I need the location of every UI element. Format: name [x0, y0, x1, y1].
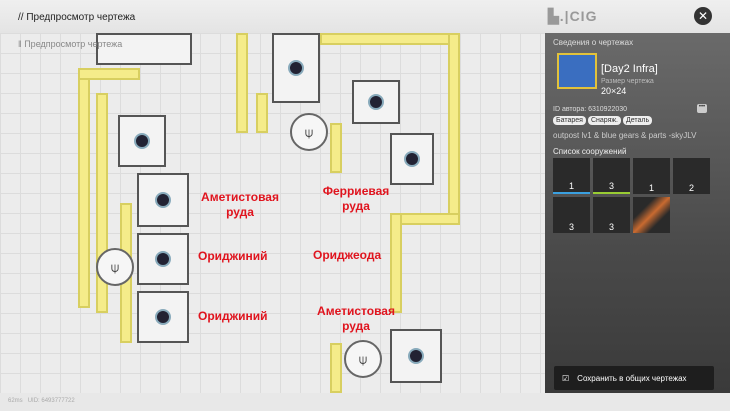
label-amethyst-2: Аметистовая руда [317, 304, 395, 333]
footer: 62ms UID: 6493777722 [8, 398, 75, 404]
blueprint-name: [Day2 Infra] [601, 63, 658, 75]
save-label: Сохранить в общих чертежах [577, 373, 687, 383]
canvas-subtitle: ‖ Предпросмотр чертежа [18, 39, 123, 49]
blueprint-canvas[interactable]: ⍦ ⍦ ⍦ Аметистовая руда Ферриевая руда Ор… [0, 33, 545, 393]
building-count: 3 [608, 222, 614, 232]
size-value: 20×24 [601, 86, 627, 96]
uid: UID: 6493777722 [27, 398, 75, 404]
building-item[interactable]: 3 [553, 197, 590, 233]
building-item[interactable]: 2 [673, 158, 710, 194]
pylon-icon: ⍦ [96, 248, 134, 286]
building-item[interactable] [633, 197, 670, 233]
building-item[interactable]: 3 [593, 158, 630, 194]
building-item[interactable]: 3 [593, 197, 630, 233]
tag: Деталь [622, 116, 653, 125]
building-count: 3 [608, 181, 614, 191]
blueprint-info-panel: Сведения о чертежах [Day2 Infra] Размер … [545, 33, 730, 393]
building-count: 3 [568, 222, 574, 232]
author-id: ID автора: 6310922030 [553, 106, 628, 113]
tag: Батарея [553, 116, 586, 125]
blueprint-thumbnail [557, 53, 597, 89]
page-title: // Предпросмотр чертежа [18, 12, 136, 23]
pylon-icon: ⍦ [344, 340, 382, 378]
label-origeode: Ориджеода [313, 248, 382, 262]
label-ferrium: Ферриевая руда [322, 184, 390, 213]
save-icon: ☑ [562, 373, 570, 383]
building-count: 2 [688, 183, 694, 193]
logo: ▙.|CIG [548, 8, 598, 24]
building-item[interactable]: 1 [553, 158, 590, 194]
save-to-shared-button[interactable]: ☑ Сохранить в общих чертежах [554, 366, 714, 390]
top-bar: // Предпросмотр чертежа ▙.|CIG ✕ [0, 0, 730, 33]
building-count: 1 [648, 183, 654, 193]
tag: Снаряж. [587, 116, 621, 125]
more-button[interactable]: ••• [697, 104, 707, 113]
building-count: 1 [568, 181, 574, 191]
label-amethyst-1: Аметистовая руда [201, 190, 279, 219]
building-list-title: Список сооружений [553, 147, 627, 156]
close-icon[interactable]: ✕ [694, 7, 712, 25]
description: outpost lv1 & blue gears & parts -skyJLV [553, 131, 697, 140]
label-originium-2: Ориджиний [198, 309, 268, 323]
pylon-icon: ⍦ [290, 113, 328, 151]
label-originium-1: Ориджиний [198, 249, 268, 263]
panel-title: Сведения о чертежах [553, 38, 634, 47]
building-item[interactable]: 1 [633, 158, 670, 194]
size-label: Размер чертежа [601, 78, 654, 85]
ping: 62ms [8, 398, 23, 404]
